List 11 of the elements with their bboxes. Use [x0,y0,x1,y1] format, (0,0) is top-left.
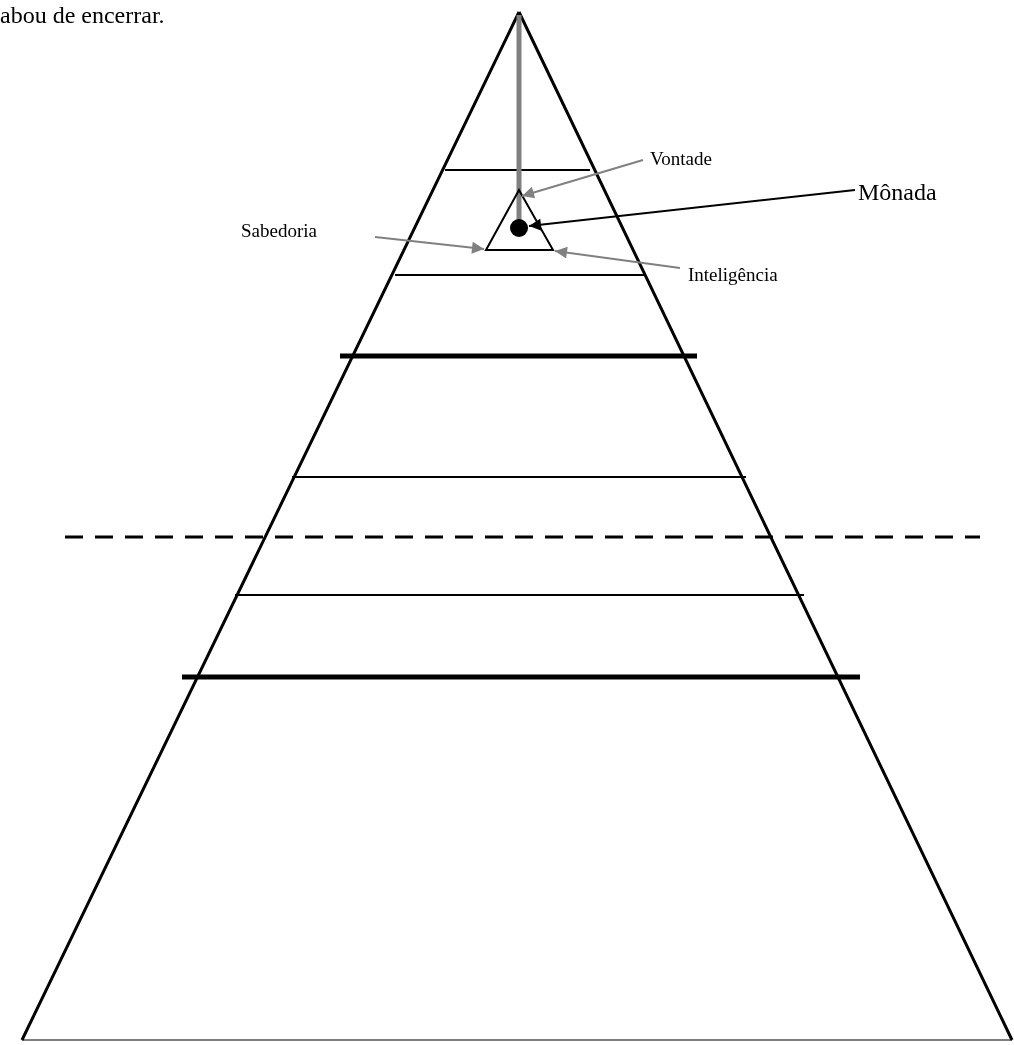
text-label: Mônada [858,179,937,206]
leader-line [374,236,485,254]
text-fragment: abou de encerrar. [0,2,165,29]
small-triangle [484,187,555,251]
text-label: Inteligência [688,265,778,286]
leader-line [521,159,644,199]
leader-line [528,189,856,231]
text-label: Vontade [650,149,712,170]
dot [510,219,528,237]
text-label: Sabedoria [241,221,317,242]
leader-line [554,246,681,269]
